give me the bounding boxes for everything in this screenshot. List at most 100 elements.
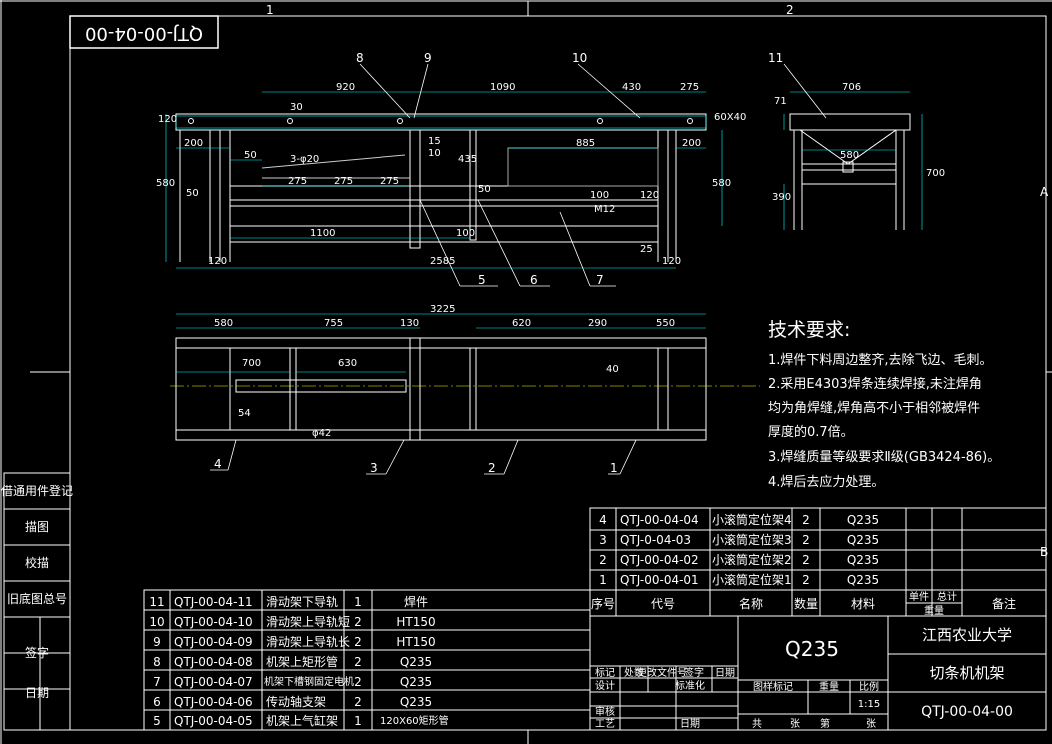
zone-top-2: 2	[786, 3, 794, 17]
bom-cell: Q235	[400, 675, 432, 689]
bom-cell: 120X60矩形管	[380, 714, 449, 727]
bom-cell: Q235	[400, 695, 432, 709]
dim-label: 435	[458, 154, 477, 165]
bom-left-rows: 11 QTJ-00-04-11 滑动架下导轨 1 焊件 10 QTJ-00-04…	[149, 594, 448, 728]
callout: 8	[356, 51, 364, 65]
callout: 10	[572, 51, 587, 65]
tech-line: 均为角焊缝,焊角高不小于相邻被焊件	[768, 400, 980, 416]
tb-sheet-total: 共	[752, 718, 762, 730]
drawing-name: 切条机机架	[929, 664, 1004, 682]
bom-cell: 1	[354, 595, 362, 609]
dim-label: 3225	[430, 304, 455, 315]
bom-header: 序号	[591, 596, 615, 611]
top-view	[170, 337, 760, 441]
front-dim-lines	[165, 91, 723, 269]
bom-cell: 6	[153, 695, 161, 709]
tech-requirements: 技术要求: 1.焊件下料周边整齐,去除飞边、毛刺。 2.采用E4303焊条连续焊…	[768, 319, 1000, 490]
dim-label: 275	[380, 176, 399, 187]
side-stamp-column: 借通用件登记 描图 校描 旧底图总号 签字 日期	[1, 483, 73, 700]
dim-label: 100	[590, 190, 609, 201]
bom-header: 重量	[924, 604, 944, 617]
sheet-code-mirrored: QTJ-00-04-00	[85, 23, 203, 44]
dim-label: 120	[208, 256, 227, 267]
front-leaders	[359, 63, 641, 287]
tb-label: 标记	[595, 667, 615, 679]
dim-label: 1100	[310, 228, 335, 239]
bom-cell: QTJ-00-04-02	[620, 553, 699, 567]
callout: 2	[488, 461, 496, 475]
dim-label: 40	[606, 364, 619, 375]
callout: 11	[768, 51, 783, 65]
front-view	[175, 113, 707, 262]
dim-label: 60X40	[714, 112, 746, 123]
dim-label: 71	[774, 96, 787, 107]
tech-line: 2.采用E4303焊条连续焊接,未注焊角	[768, 376, 982, 392]
bom-cell: 小滚筒定位架1	[712, 572, 792, 587]
bom-cell: QTJ-00-04-09	[174, 635, 253, 649]
bom-cell: HT150	[396, 635, 435, 649]
bom-cell: 传动轴支架	[266, 694, 326, 709]
tb-stage: 图样标记	[753, 680, 793, 693]
dim-label: 620	[512, 318, 531, 329]
bom-cell: 机架上气缸架	[266, 713, 338, 728]
tb-scale-value: 1:15	[858, 699, 880, 710]
dim-label: 580	[214, 318, 233, 329]
tb-design: 设计	[595, 679, 615, 692]
bom-header: 材料	[851, 597, 875, 611]
bom-cell: 小滚筒定位架3	[712, 532, 792, 547]
zone-side-a: A	[1040, 185, 1049, 199]
bom-cell: QTJ-00-04-11	[174, 595, 253, 609]
dim-label: 120	[158, 114, 177, 125]
dim-label: 30	[290, 102, 303, 113]
bom-cell: 2	[354, 695, 362, 709]
bom-cell: 滑动架上导轨长	[266, 635, 350, 649]
dim-label: 54	[238, 408, 251, 419]
bom-cell: Q235	[847, 573, 879, 587]
zone-top-1: 1	[266, 3, 274, 17]
dim-label: M12	[594, 204, 615, 215]
tb-date: 日期	[680, 718, 700, 730]
dim-label: 550	[656, 318, 675, 329]
dim-label: 130	[400, 318, 419, 329]
tb-standard: 标准化	[675, 679, 705, 692]
bom-cell: 2	[354, 675, 362, 689]
bom-header: 单件	[909, 591, 929, 603]
bom-header: 备注	[992, 596, 1016, 611]
dim-label: 885	[576, 138, 595, 149]
bom-cell: QTJ-00-04-07	[174, 675, 253, 689]
dim-label: 120	[662, 256, 681, 267]
dim-label: 15	[428, 136, 441, 147]
callout: 6	[530, 273, 538, 287]
bom-cell: 9	[153, 635, 161, 649]
tb-weight: 重量	[819, 680, 839, 693]
bom-cell: QTJ-00-04-05	[174, 714, 253, 728]
dim-label: 275	[680, 82, 699, 93]
dim-label: 390	[772, 192, 791, 203]
callout: 1	[610, 461, 618, 475]
side-dim-lines	[783, 91, 923, 230]
bom-cell: 5	[153, 714, 161, 728]
tech-line: 厚度的0.7倍。	[768, 424, 854, 440]
bom-cell: QTJ-00-04-01	[620, 573, 699, 587]
dim-label: 10	[428, 148, 441, 159]
material-value: Q235	[785, 637, 839, 661]
tb-label: 处数	[624, 666, 644, 679]
bom-cell: 2	[802, 533, 810, 547]
tb-sheet-unit2: 张	[866, 718, 876, 730]
dim-label: 200	[184, 138, 203, 149]
school-name: 江西农业大学	[922, 626, 1012, 644]
dim-label: 275	[288, 176, 307, 187]
bom-cell: 小滚筒定位架4	[712, 512, 792, 527]
bom-header: 代号	[651, 597, 675, 611]
tech-line: 1.焊件下料周边整齐,去除飞边、毛刺。	[768, 352, 993, 368]
tb-label: 签字	[684, 666, 704, 679]
bom-cell: 1	[354, 714, 362, 728]
dim-label: 700	[926, 168, 945, 179]
zone-side-b: B	[1040, 545, 1048, 559]
bom-cell: QTJ-00-04-04	[620, 513, 699, 527]
dim-label: 580	[156, 178, 175, 189]
bom-cell: 2	[354, 635, 362, 649]
bom-cell: 3	[599, 533, 607, 547]
bom-cell: 8	[153, 655, 161, 669]
bom-cell: 焊件	[404, 594, 428, 609]
